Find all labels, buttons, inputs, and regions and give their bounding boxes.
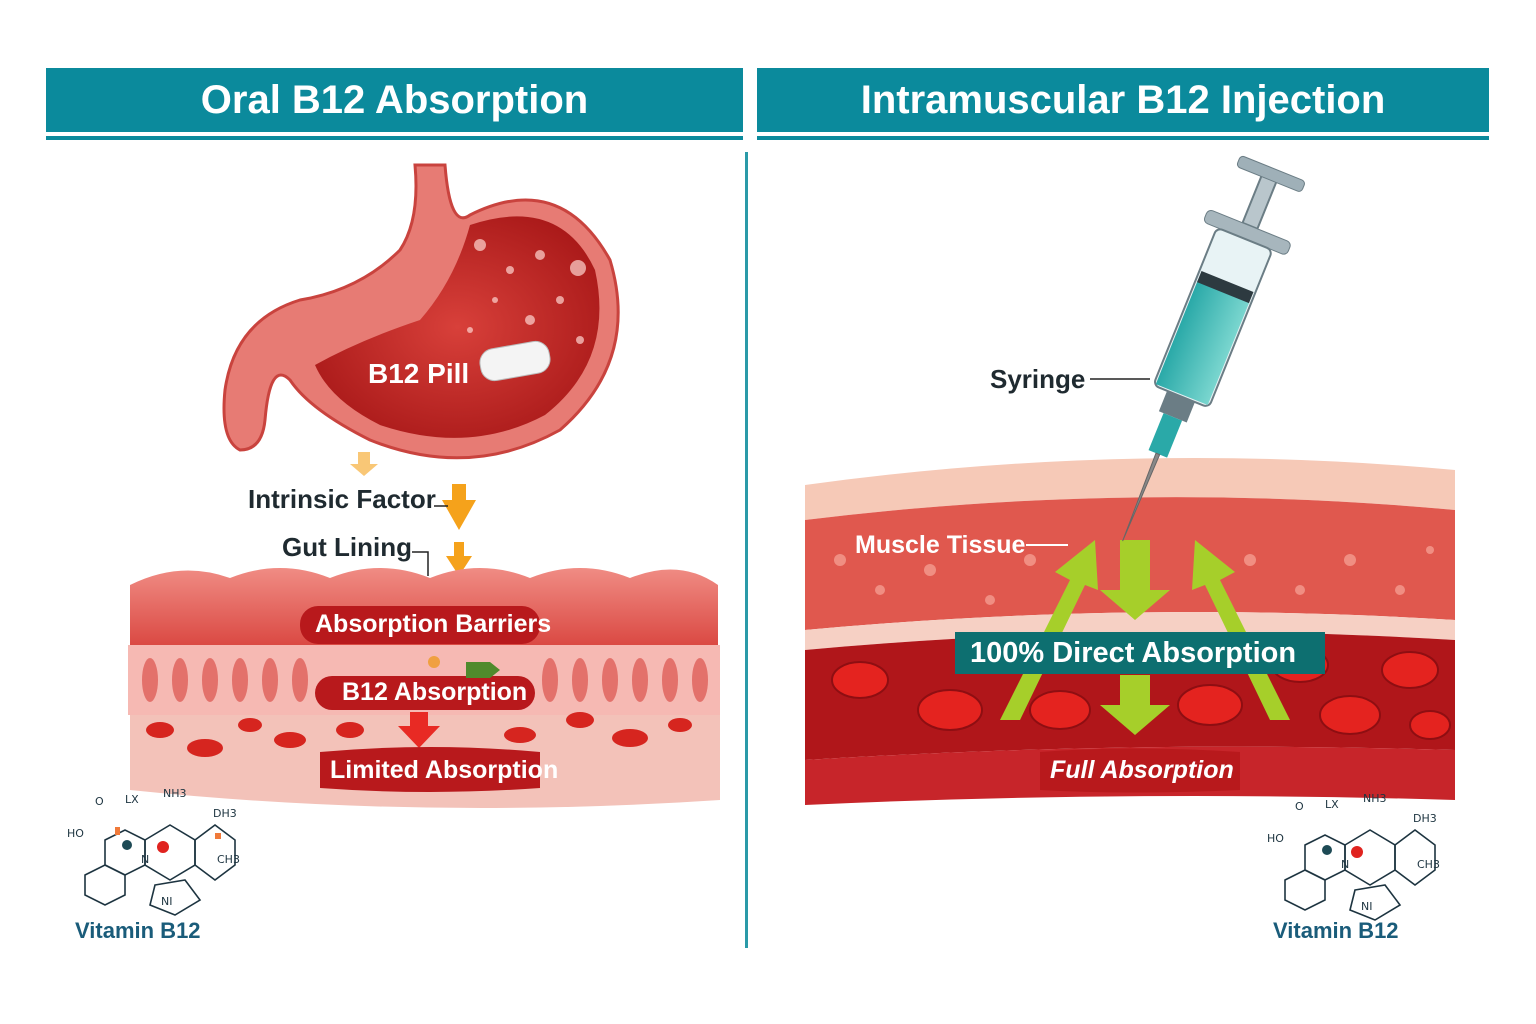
- b12-absorption-label: B12 Absorption: [342, 678, 528, 706]
- vitamin-b12-molecule-left: O LX NH3 DH3 HO CH3 N NI: [67, 787, 240, 916]
- injection-panel-title: Intramuscular B12 Injection: [757, 68, 1489, 136]
- svg-text:CH3: CH3: [1417, 858, 1440, 871]
- muscle-tissue-illustration: [805, 458, 1455, 805]
- stomach-illustration: [222, 163, 620, 460]
- svg-text:NH3: NH3: [1363, 792, 1387, 805]
- gut-tissue-illustration: [128, 568, 720, 808]
- panel-divider: [745, 152, 748, 948]
- syringe-icon: [1122, 155, 1305, 542]
- svg-text:N: N: [141, 853, 149, 866]
- intrinsic-factor-label: Intrinsic Factor: [248, 484, 436, 514]
- svg-text:O: O: [95, 795, 104, 808]
- svg-text:CH3: CH3: [217, 853, 240, 866]
- svg-text:LX: LX: [1325, 798, 1339, 811]
- svg-text:N: N: [1341, 858, 1349, 871]
- pill-label: B12 Pill: [368, 358, 470, 389]
- vitamin-b12-molecule-right: O LX NH3 DH3 HO CH3 N NI: [1267, 792, 1440, 921]
- direct-absorption-label: 100% Direct Absorption: [970, 637, 1297, 669]
- limited-absorption-label: Limited Absorption: [330, 756, 559, 784]
- oral-panel-title: Oral B12 Absorption: [46, 68, 743, 136]
- full-absorption-label: Full Absorption: [1050, 756, 1234, 784]
- svg-text:HO: HO: [1267, 832, 1284, 845]
- gut-lining-label: Gut Lining: [282, 532, 412, 562]
- syringe-label: Syringe: [990, 364, 1086, 394]
- svg-text:NH3: NH3: [163, 787, 187, 800]
- svg-text:NI: NI: [161, 895, 172, 908]
- orange-arrow-icon: [350, 452, 476, 576]
- vitamin-b12-caption-left: Vitamin B12: [75, 918, 201, 943]
- muscle-tissue-label: Muscle Tissue: [855, 531, 1026, 559]
- vitamin-b12-caption-right: Vitamin B12: [1273, 918, 1399, 943]
- svg-text:NI: NI: [1361, 900, 1372, 913]
- red-arrow-icon: [398, 712, 440, 748]
- svg-text:O: O: [1295, 800, 1304, 813]
- svg-text:HO: HO: [67, 827, 84, 840]
- green-arrow-icon: [1000, 540, 1290, 735]
- absorption-barriers-label: Absorption Barriers: [315, 610, 552, 638]
- svg-text:LX: LX: [125, 793, 139, 806]
- svg-text:DH3: DH3: [213, 807, 237, 820]
- svg-text:DH3: DH3: [1413, 812, 1437, 825]
